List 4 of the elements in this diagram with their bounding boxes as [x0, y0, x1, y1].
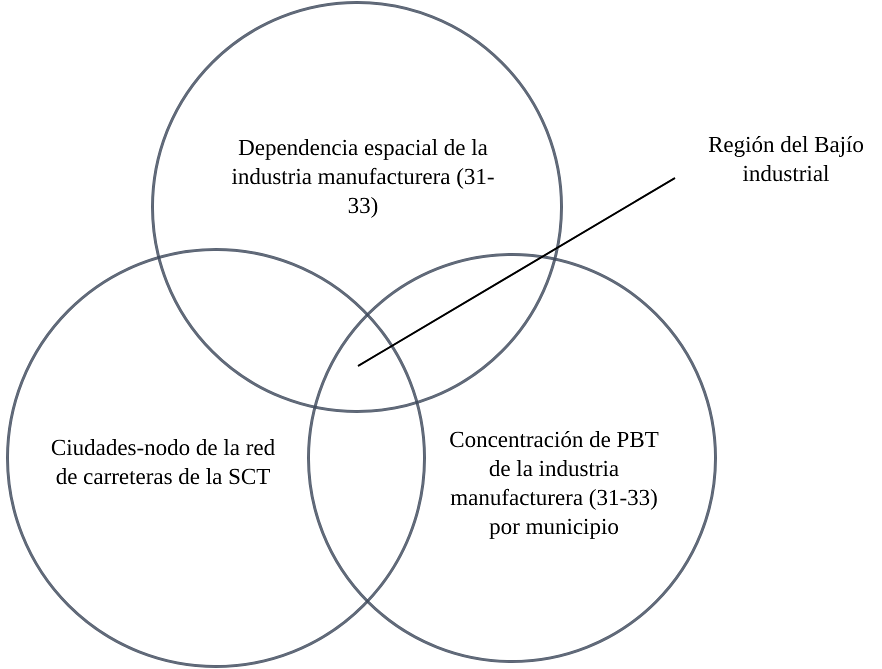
circle-label: Ciudades-nodo de la red de carreteras de la SCT	[50, 434, 276, 491]
circle-label: Concentración de PBT de la industria manufacturera (31-33) por municipio	[448, 426, 660, 541]
callout-text: Región del Bajío industrial	[690, 130, 882, 188]
circle-label: Dependencia espacial de la industria manufacturera (31-33)	[230, 134, 496, 220]
